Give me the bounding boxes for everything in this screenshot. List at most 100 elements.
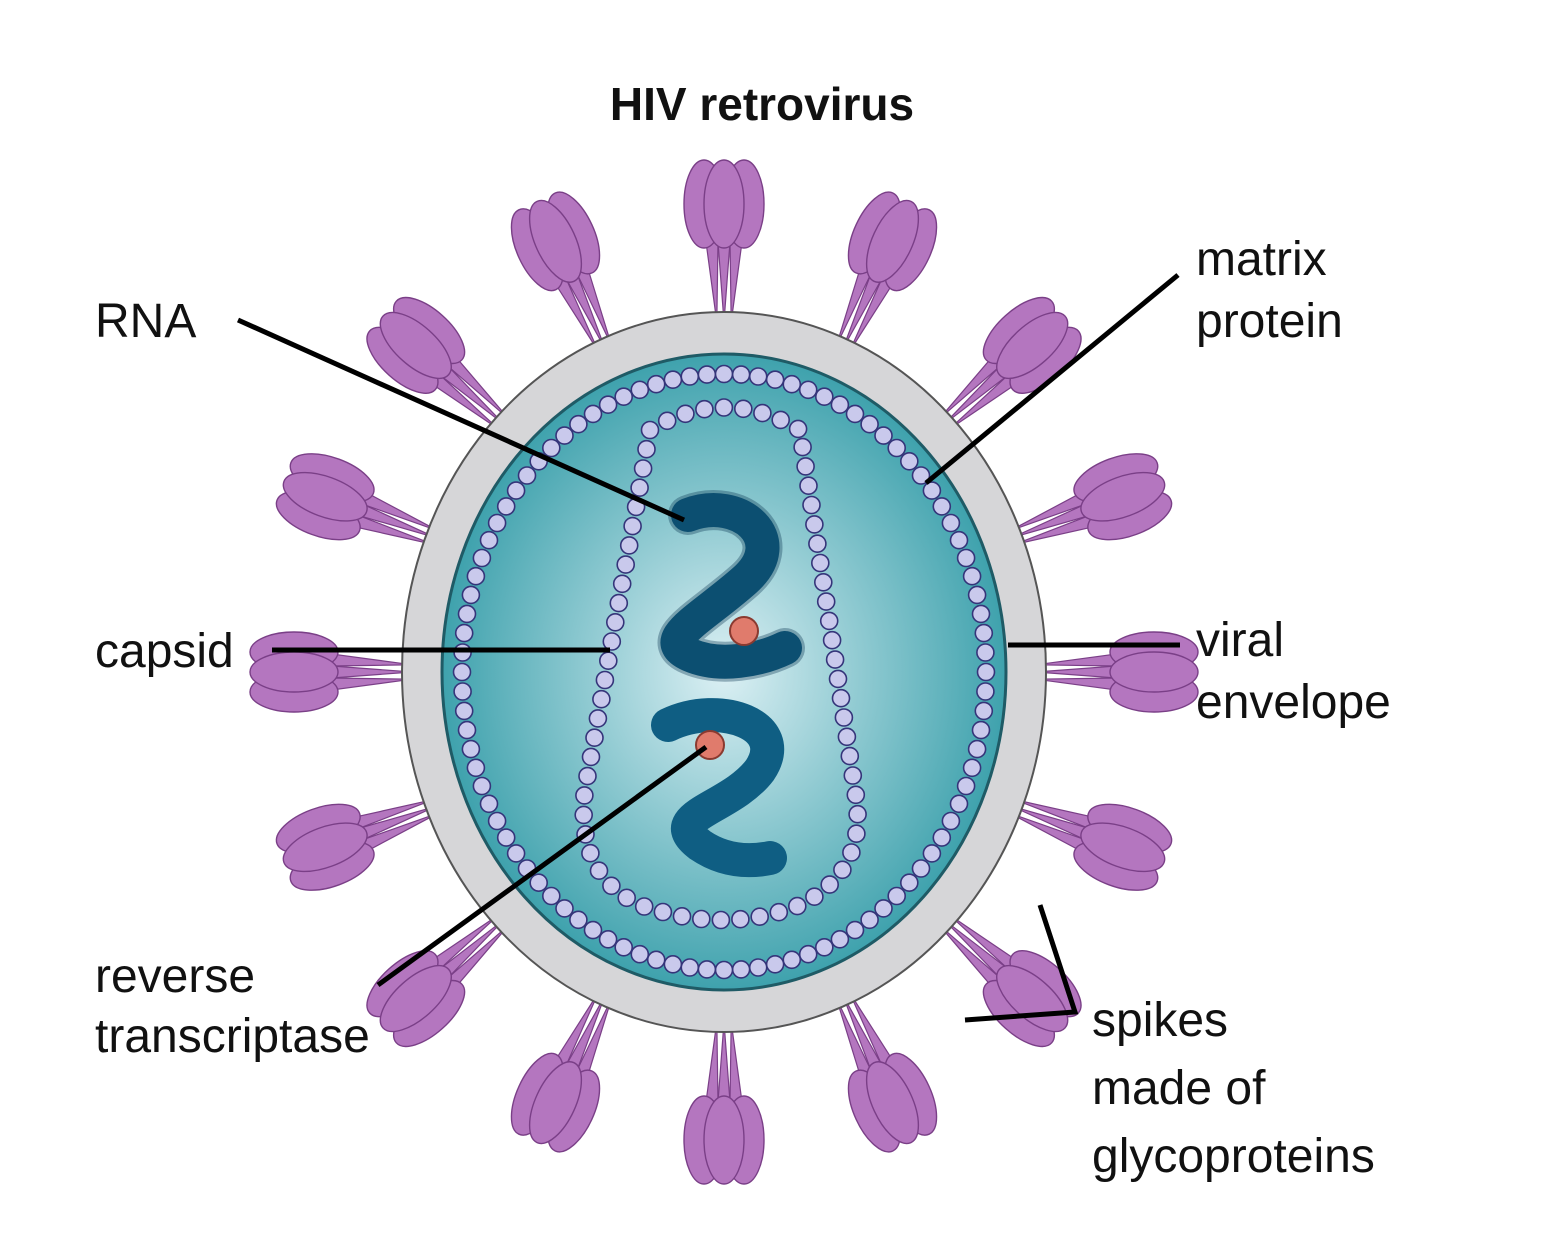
matrix-protein-bead [830,929,850,949]
capsid-bead [848,804,867,824]
matrix-protein-bead [453,682,472,701]
matrix-protein-bead [569,910,588,930]
capsid-bead [769,902,789,922]
spike-head-lobe [865,199,920,283]
leader-lines [236,273,1180,1023]
matrix-protein-bead [697,365,717,384]
matrix-protein-bead [472,776,492,796]
matrix-protein-bead [814,937,834,957]
matrix-protein-bead [630,380,650,400]
matrix-protein-bead [765,370,785,390]
matrix-protein-bead [479,530,499,550]
spike-head-lobe [865,1061,920,1145]
capsid-bead [842,843,861,862]
capsid-bead [847,824,866,844]
glycoprotein-spike [683,159,765,323]
capsid-bead [578,766,597,786]
glycoprotein-spike [1009,453,1173,546]
matrix-protein-bead [452,662,472,682]
matrix-protein-bead [506,844,526,863]
matrix-protein-bead [932,497,952,516]
capsid-bead [825,650,845,669]
spike-stalk [729,241,743,323]
matrix-protein-bead [956,548,976,568]
capsid-bead [592,689,611,709]
glycoprotein-spike [683,1021,765,1185]
matrix-protein-bead [899,873,919,893]
label-spikes-line2: made of [1092,1062,1266,1115]
glycoprotein-spike [275,453,439,546]
matrix-protein-bead [614,937,634,957]
glycoprotein-spike [1009,798,1173,891]
capsid-bead [633,459,653,478]
matrix-protein-bead [765,954,785,974]
capsid-bead [574,805,594,825]
matrix-protein-bead [583,920,603,940]
reverse-transcriptase-leader [376,744,708,988]
matrix-protein-bead [874,899,893,918]
capsid-bead [810,553,830,573]
spike-head-lobe [996,311,1069,380]
capsid-bead [833,860,852,880]
matrix-protein-bead [782,374,802,394]
capsid-bead [788,419,808,439]
glycoprotein-spike [938,914,1082,1048]
label-viral-envelope-line1: viral [1196,614,1284,667]
spike-head-lobe [528,1061,583,1145]
capsid-bead [605,612,625,632]
matrix-protein-bead [956,776,976,796]
rna-leader [236,317,686,523]
capsid-bead [589,861,609,881]
matrix-protein-bead [541,438,561,458]
spike-head-lobe [1080,822,1166,873]
spike-head-lobe [703,159,745,249]
matrix-protein-bead [598,929,618,949]
capsid-bead [619,536,639,555]
matrix-protein-bead [922,844,942,863]
matrix-protein-bead [899,451,919,471]
capsid-bead [802,495,821,515]
matrix-protein-bead [971,720,991,740]
capsid-bead [691,909,711,929]
spike-stalk [331,677,413,691]
capsid-bead [834,708,854,727]
matrix-protein-bead [569,414,588,434]
matrix-protein-bead [680,958,700,977]
capsid-bead [819,611,839,631]
spike-stalk [1035,665,1117,679]
capsid-bead [828,669,848,689]
capsid-bead [602,876,621,896]
matrix-protein-bead [941,513,961,533]
spike-stalk [717,241,731,323]
capsid-bead [831,688,851,708]
glycoprotein-spike [510,191,613,352]
matrix-protein-bead [974,623,994,643]
matrix-protein-bead [457,720,477,740]
capsid-bead [598,651,618,671]
glycoprotein-spike [366,914,510,1048]
capsid-bead [640,420,660,440]
capsid-bead [595,670,615,690]
matrix-protein-bead [479,794,499,814]
glycoprotein-spike [510,992,613,1153]
matrix-protein-bead [529,873,549,893]
rna-strands [651,490,805,878]
matrix-protein-bead [541,886,561,906]
capsid-bead [816,592,836,611]
rna-strand-upper [660,493,802,679]
spike-stalk [717,1021,731,1103]
capsid-bead [695,399,714,419]
capsid-bead [796,457,815,476]
spike-head-lobe [1109,651,1199,693]
capsid-bead [840,746,860,766]
matrix-protein-bead [461,739,481,759]
matrix-protein-bead [967,739,987,759]
matrix-protein-bead [454,701,474,721]
capsid-bead [630,478,649,498]
matrix-protein-bead [731,365,751,384]
matrix-protein-bead [976,682,995,701]
matrix-protein-bead [697,960,717,979]
label-reverse-transcriptase-line1: reverse [95,950,255,1003]
capsid-bead [750,907,770,927]
